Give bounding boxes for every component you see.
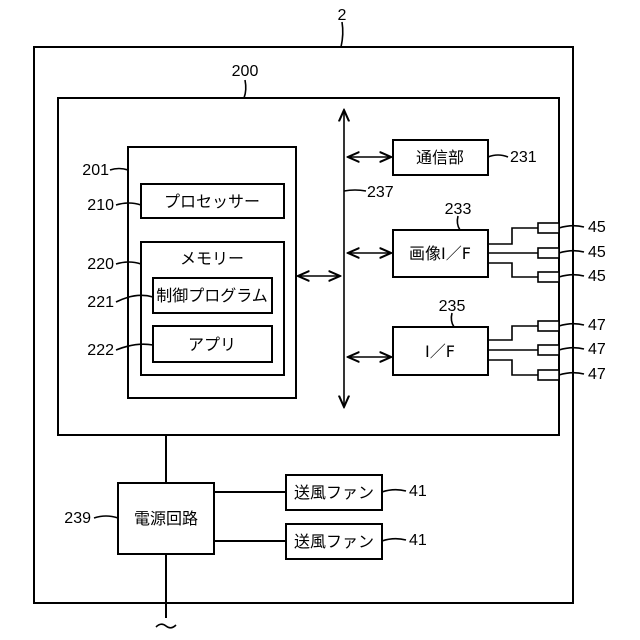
leader-device (341, 22, 343, 47)
ref-controller: 200 (232, 63, 259, 80)
ref-memory: 220 (87, 256, 114, 273)
ref-power: 239 (64, 510, 91, 527)
comm-label: 通信部 (416, 148, 464, 167)
ref-io-3: 47 (588, 366, 606, 383)
ref-comm: 231 (510, 149, 537, 166)
connector-io-2 (538, 345, 559, 355)
fan-a-label: 送風ファン (294, 483, 374, 502)
control-program-label: 制御プログラム (156, 286, 268, 305)
connector-cam-3 (538, 272, 559, 282)
ref-cam-2: 45 (588, 244, 606, 261)
io-if-label: I／F (425, 342, 455, 361)
ref-control-program: 221 (87, 294, 114, 311)
ref-fan-a: 41 (409, 483, 427, 500)
ref-cam-1: 45 (588, 219, 606, 236)
connector-cam-1 (538, 223, 559, 233)
ref-device: 2 (338, 7, 347, 24)
ref-app: 222 (87, 342, 114, 359)
ref-io-if: 235 (439, 298, 466, 315)
ref-fan-b: 41 (409, 532, 427, 549)
ref-bus: 237 (367, 184, 394, 201)
ref-processor: 210 (87, 197, 114, 214)
connector-cam-2 (538, 248, 559, 258)
ref-image-if: 233 (445, 201, 472, 218)
app-label: アプリ (188, 335, 236, 354)
image-if-label: 画像I／F (409, 244, 471, 263)
memory-label: メモリー (180, 249, 244, 268)
ref-io-1: 47 (588, 317, 606, 334)
ref-io-2: 47 (588, 341, 606, 358)
wire-break-mark (156, 624, 176, 628)
fan-b-label: 送風ファン (294, 532, 374, 551)
processor-label: プロセッサー (164, 192, 260, 211)
connector-io-3 (538, 370, 559, 380)
ref-cam-3: 45 (588, 268, 606, 285)
power-circuit-label: 電源回路 (134, 509, 198, 528)
ref-cpu-block: 201 (82, 162, 109, 179)
connector-io-1 (538, 321, 559, 331)
